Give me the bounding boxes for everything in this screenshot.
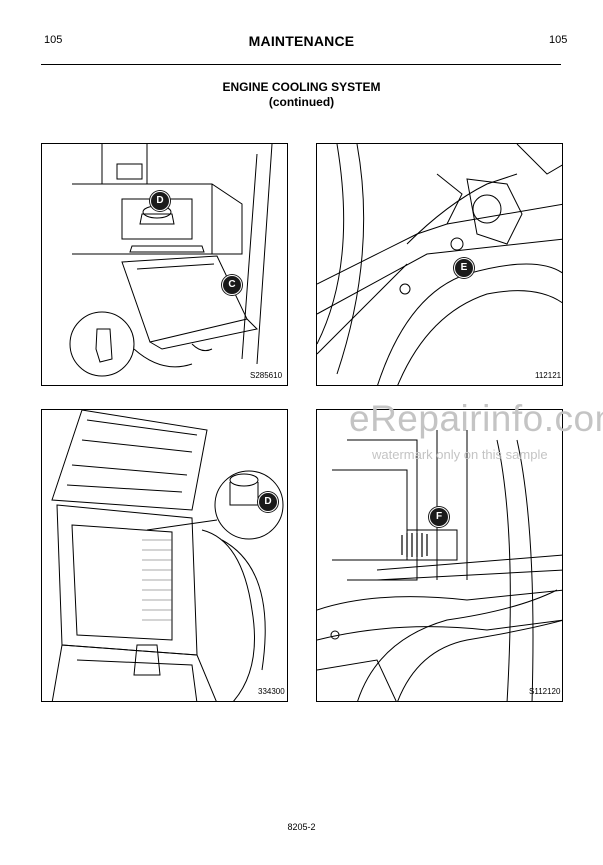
illustration-radiator-cap-inset	[51, 410, 284, 701]
illustration-hose-clamp	[317, 430, 562, 701]
page-header-title: MAINTENANCE	[248, 33, 355, 49]
callout-d: D	[150, 191, 170, 211]
section-title-line-2: (continued)	[268, 95, 335, 109]
section-title-line-1: ENGINE COOLING SYSTEM	[222, 80, 381, 94]
figure-code: S285610	[250, 371, 283, 380]
illustration-drain-valve	[317, 144, 562, 385]
figure-radiator-cap-panel: D C S285610	[41, 143, 288, 386]
footer-code: 8205-2	[287, 822, 316, 832]
page-number-right: 105	[549, 34, 568, 46]
watermark-text: eRepairinfo.com	[349, 398, 603, 439]
header-rule	[41, 64, 561, 65]
watermark-subtext: watermark only on this sample	[372, 447, 548, 462]
section-title: ENGINE COOLING SYSTEM (continued)	[0, 80, 603, 110]
callout-d: D	[258, 492, 278, 512]
illustration-radiator-cap-panel	[69, 144, 273, 377]
figure-hose-clamp: F S112120	[316, 409, 563, 702]
page-number-left: 105	[44, 34, 63, 46]
figure-code: 334300	[258, 687, 285, 696]
figure-radiator-cap-inset: D 334300	[41, 409, 288, 702]
figure-code: 112121	[535, 371, 562, 380]
callout-e: E	[454, 258, 474, 278]
callout-c: C	[222, 275, 242, 295]
figure-code: S112120	[529, 687, 561, 696]
callout-f: F	[429, 507, 449, 527]
figure-drain-valve: E 112121	[316, 143, 563, 386]
